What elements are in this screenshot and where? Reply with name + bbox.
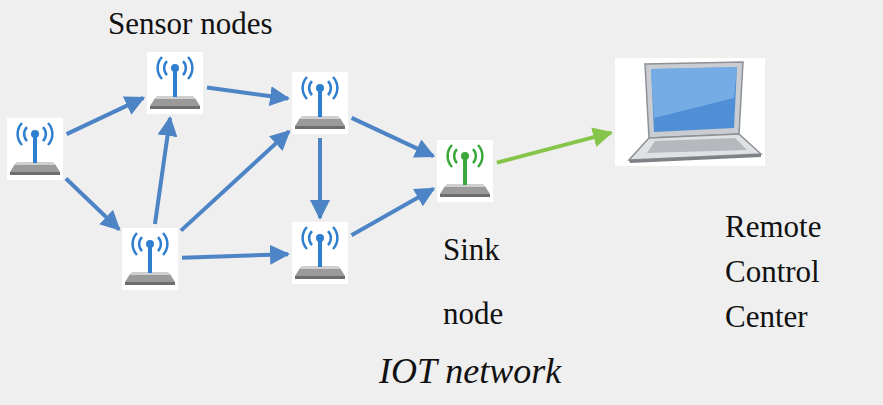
arrow-connector — [155, 118, 170, 224]
arrow-connector — [207, 87, 288, 98]
arrow-connector — [352, 118, 434, 156]
sensor-node — [122, 228, 178, 290]
sensor-node — [7, 118, 63, 180]
arrow-connector — [67, 98, 144, 134]
sink-node: Sink node — [437, 140, 493, 202]
arrow-connector — [182, 254, 288, 258]
group-label: Sensor nodes — [108, 6, 272, 42]
sensor-node — [292, 72, 348, 134]
arrow-connector — [318, 138, 322, 218]
node-label: Sink node — [443, 218, 538, 346]
arrow-connector — [181, 131, 289, 230]
sensor-node — [147, 52, 203, 114]
node-label: Remote Control Center — [725, 204, 883, 339]
arrow-connector — [66, 179, 119, 230]
arrow-connector — [497, 133, 611, 163]
diagram-title: IOT network — [379, 350, 561, 392]
sensor-node — [292, 222, 348, 284]
laptop-node: Remote Control Center — [615, 58, 765, 166]
arrow-connector — [351, 189, 433, 235]
